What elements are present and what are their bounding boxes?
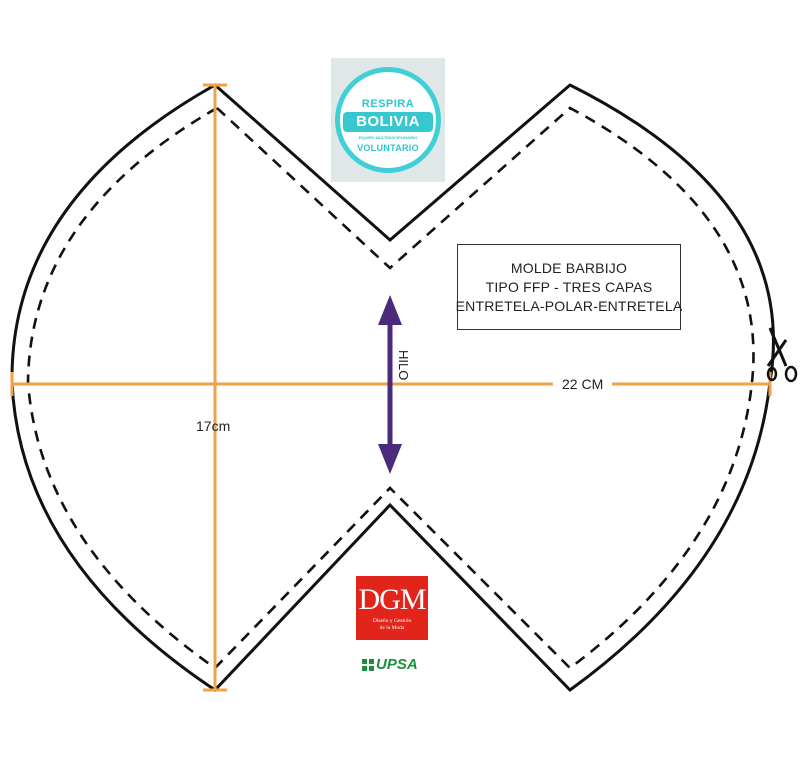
width-measure-label: 22 CM xyxy=(562,376,603,392)
respira-bolivia-logo: RESPIRA BOLIVIA EQUIPO MULTIDISCIPLINARI… xyxy=(331,58,445,182)
height-measure-label: 17cm xyxy=(196,418,230,434)
upsa-logo: UPSA xyxy=(362,656,424,674)
bolivia-logo-ring: RESPIRA BOLIVIA EQUIPO MULTIDISCIPLINARI… xyxy=(335,67,441,173)
grain-arrow-down-icon xyxy=(378,444,402,474)
bolivia-logo-small: EQUIPO MULTIDISCIPLINARIO xyxy=(358,135,418,140)
bolivia-logo-bottom: VOLUNTARIO xyxy=(357,143,419,153)
scissors-icon xyxy=(766,327,798,383)
info-line-type: TIPO FFP - TRES CAPAS xyxy=(485,278,653,295)
dgm-logo-sub1: Diseño y Gestión xyxy=(372,618,412,624)
bolivia-logo-top: RESPIRA xyxy=(361,98,415,110)
dgm-logo-main: DGM xyxy=(358,583,426,616)
dgm-logo: DGM Diseño y Gestión de la Moda xyxy=(356,576,428,640)
grain-arrow-up-icon xyxy=(378,295,402,325)
dgm-logo-subtitle: Diseño y Gestión de la Moda xyxy=(356,618,428,632)
upsa-mark-icon xyxy=(362,659,374,671)
info-line-layers: ENTRETELA-POLAR-ENTRETELA xyxy=(455,297,683,314)
seam-line xyxy=(26,106,755,670)
dgm-logo-sub2: de la Moda xyxy=(379,625,405,631)
pattern-info-box: MOLDE BARBIJO TIPO FFP - TRES CAPAS ENTR… xyxy=(455,244,683,330)
grain-label: HILO xyxy=(396,350,411,380)
bolivia-logo-main: BOLIVIA xyxy=(356,113,420,130)
upsa-logo-text: UPSA xyxy=(376,656,418,673)
pattern-outline xyxy=(10,83,775,692)
bolivia-logo-band: BOLIVIA xyxy=(343,112,433,132)
info-line-title: MOLDE BARBIJO xyxy=(510,259,628,276)
